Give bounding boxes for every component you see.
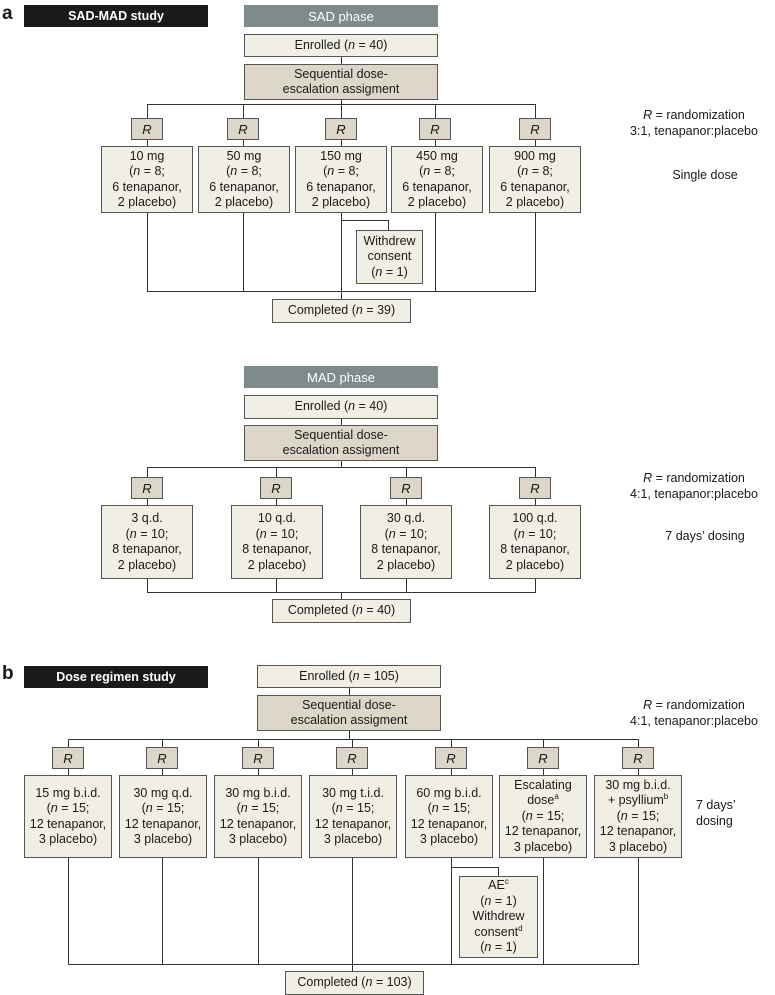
- mad-enrolled-box: Enrolled (n = 40): [244, 395, 438, 419]
- mad-arm-30qd: 30 q.d.(n = 10;8 tenapanor,2 placebo): [360, 505, 452, 579]
- mad-dosing-note: 7 days’ dosing: [665, 529, 745, 543]
- mad-arm-3qd: 3 q.d.(n = 10;8 tenapanor,2 placebo): [101, 505, 193, 579]
- mad-randomization-box-2: R: [260, 477, 292, 499]
- regimen-completed-box: Completed (n = 103): [285, 971, 424, 995]
- mad-arm-10qd: 10 q.d.(n = 10;8 tenapanor,2 placebo): [231, 505, 323, 579]
- regimen-randomization-box-5: R: [435, 747, 467, 769]
- regimen-randomization-box-6: R: [527, 747, 559, 769]
- regimen-randomization-box-7: R: [622, 747, 654, 769]
- sad-escalation-box: Sequential dose-escalation assigment: [244, 64, 438, 100]
- mad-phase-header: MAD phase: [244, 366, 438, 388]
- regimen-arm-30mg-qd: 30 mg q.d.(n = 15;12 tenapanor,3 placebo…: [119, 775, 207, 858]
- dose-regimen-study-label: Dose regimen study: [24, 666, 208, 688]
- sad-enrolled-box: Enrolled (n = 40): [244, 34, 438, 57]
- regimen-arm-30mg-tid: 30 mg t.i.d.(n = 15;12 tenapanor,3 place…: [309, 775, 397, 858]
- sad-mad-study-label: SAD-MAD study: [24, 5, 208, 27]
- sad-randomization-box-3: R: [325, 118, 357, 140]
- sad-arm-10mg: 10 mg(n = 8;6 tenapanor,2 placebo): [101, 146, 193, 213]
- regimen-arm-30mg-bid-psyllium: 30 mg b.i.d.+ psylliumb(n = 15;12 tenapa…: [594, 775, 682, 858]
- regimen-randomization-box-1: R: [52, 747, 84, 769]
- panel-b-letter: b: [2, 663, 14, 684]
- sad-randomization-note: R = randomization 3:1, tenapanor:placebo: [630, 108, 758, 138]
- mad-escalation-box: Sequential dose-escalation assigment: [244, 425, 438, 461]
- regimen-randomization-box-3: R: [242, 747, 274, 769]
- mad-randomization-box-1: R: [131, 477, 163, 499]
- mad-arm-100qd: 100 q.d.(n = 10;8 tenapanor,2 placebo): [489, 505, 581, 579]
- mad-completed-box: Completed (n = 40): [272, 599, 411, 623]
- sad-randomization-box-2: R: [227, 118, 259, 140]
- regimen-escalation-box: Sequential dose-escalation assigment: [257, 695, 441, 731]
- sad-randomization-box-4: R: [419, 118, 451, 140]
- sad-arm-50mg: 50 mg(n = 8;6 tenapanor,2 placebo): [198, 146, 290, 213]
- sad-completed-box: Completed (n = 39): [272, 299, 411, 323]
- regimen-enrolled-box: Enrolled (n = 105): [257, 665, 441, 688]
- sad-arm-150mg: 150 mg(n = 8;6 tenapanor,2 placebo): [295, 146, 387, 213]
- mad-randomization-note: R = randomization 4:1, tenapanor:placebo: [630, 471, 758, 501]
- sad-arm-900mg: 900 mg(n = 8;6 tenapanor,2 placebo): [489, 146, 581, 213]
- regimen-arm-30mg-bid: 30 mg b.i.d.(n = 15;12 tenapanor,3 place…: [214, 775, 302, 858]
- mad-randomization-box-4: R: [519, 477, 551, 499]
- mad-randomization-box-3: R: [390, 477, 422, 499]
- sad-dosing-note: Single dose: [672, 168, 738, 182]
- panel-a-letter: a: [2, 3, 13, 24]
- regimen-arm-15mg-bid: 15 mg b.i.d.(n = 15;12 tenapanor,3 place…: [24, 775, 112, 858]
- regimen-randomization-note: R = randomization 4:1, tenapanor:placebo: [630, 698, 758, 728]
- regimen-randomization-box-2: R: [146, 747, 178, 769]
- regimen-randomization-box-4: R: [336, 747, 368, 769]
- regimen-dosing-note: 7 days’ dosing: [696, 798, 736, 828]
- sad-randomization-box-5: R: [519, 118, 551, 140]
- regimen-arm-60mg-bid: 60 mg b.i.d.(n = 15;12 tenapanor,3 place…: [405, 775, 493, 858]
- sad-randomization-box-1: R: [131, 118, 163, 140]
- sad-arm-450mg: 450 mg(n = 8;6 tenapanor,2 placebo): [391, 146, 483, 213]
- sad-phase-header: SAD phase: [244, 5, 438, 27]
